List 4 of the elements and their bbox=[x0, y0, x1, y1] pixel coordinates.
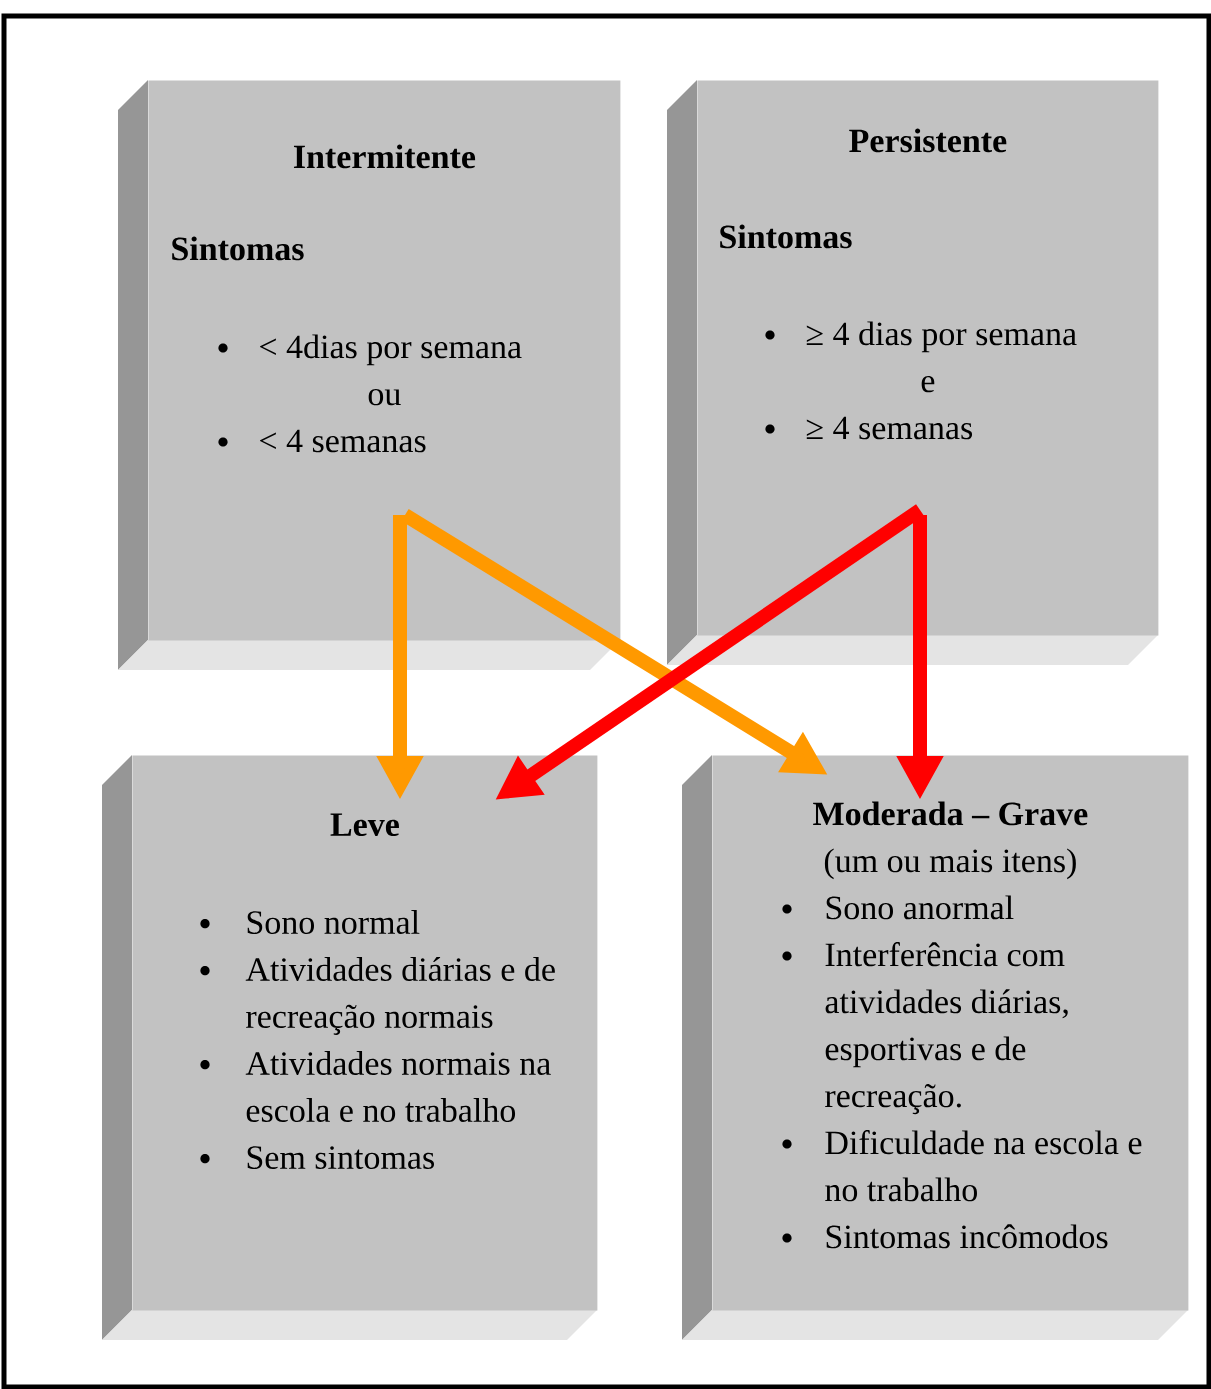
box: Persistente Sintomas ≥ 4 dias por semana e ≥ 4 semanas bbox=[667, 80, 1159, 665]
box: Moderada – Grave (um ou mais itens) Sono anormal Interferência com atividades diárias, esportivas e de recreação. Dificuldade na escola e no trabalho Sintomas incômodos bbox=[682, 755, 1189, 1340]
box: Leve Sono normal Atividades diárias e de recreação normais Atividades normais na escola e no trabalho Sem sintomas bbox=[102, 755, 598, 1340]
box: Intermitente Sintomas < 4dias por semana ou < 4 semanas bbox=[118, 80, 621, 670]
